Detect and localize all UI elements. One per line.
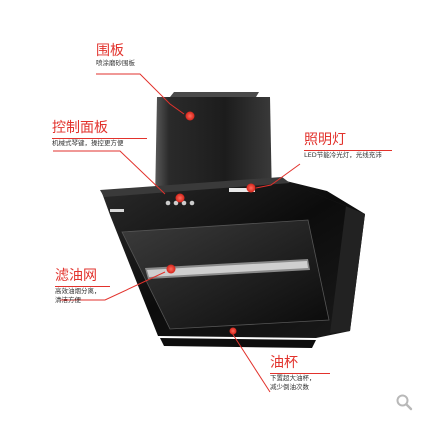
label-control-underline (52, 138, 147, 139)
callout-dots (166, 111, 256, 335)
label-control: 控制面板 机械式琴键，操控更方便 (52, 120, 147, 148)
label-filter: 滤油网 高效油烟分离， 清洁方便 (55, 268, 110, 305)
callout-lines (53, 73, 301, 393)
label-light-title: 照明灯 (304, 132, 346, 148)
label-panel-desc: 喷涂磨砂围板 (96, 59, 135, 67)
hood-body (100, 177, 365, 348)
label-filter-desc-1: 高效油烟分离， (55, 287, 101, 295)
label-cup-title: 油杯 (270, 355, 298, 371)
label-cup-desc-1: 下置超大油杯， (270, 374, 316, 382)
label-light-underline (304, 150, 392, 151)
label-cup: 油杯 下置超大油杯， 减少倒油次数 (270, 355, 330, 392)
search-icon[interactable] (395, 393, 413, 411)
control-buttons (110, 200, 195, 212)
label-filter-title: 滤油网 (55, 268, 97, 284)
led-light (229, 188, 255, 192)
chimney-cover (155, 92, 272, 201)
label-panel-title: 围板 (96, 43, 124, 59)
label-panel: 围板 喷涂磨砂围板 (96, 43, 135, 68)
label-cup-desc-2: 减少倒油次数 (270, 383, 309, 391)
label-light-desc: LED节能冷光灯，光线充沛 (304, 151, 382, 159)
label-cup-underline (270, 373, 330, 374)
label-filter-underline (55, 286, 110, 287)
label-light: 照明灯 LED节能冷光灯，光线充沛 (304, 132, 392, 160)
label-control-desc: 机械式琴键，操控更方便 (52, 139, 124, 147)
oil-filter-strip (145, 259, 310, 279)
label-control-title: 控制面板 (52, 120, 108, 136)
label-filter-desc-2: 清洁方便 (55, 296, 81, 304)
